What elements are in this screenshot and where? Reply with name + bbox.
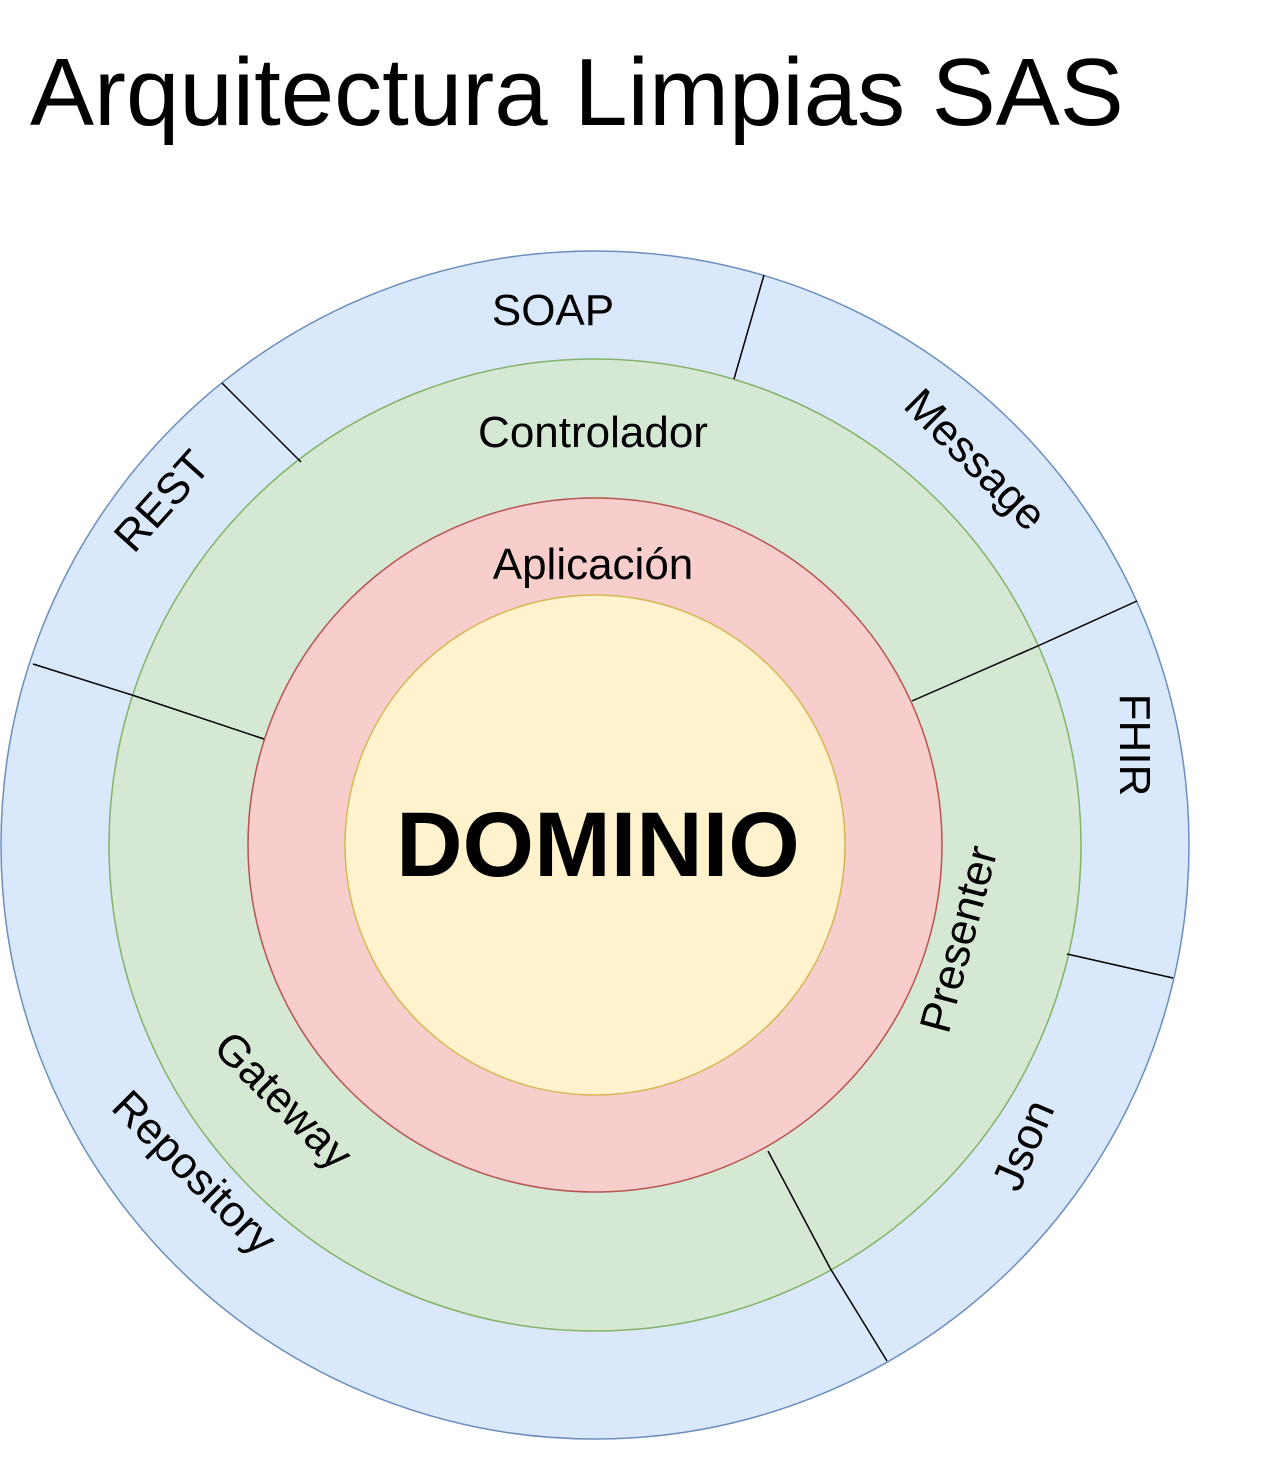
divider-gateway-controller bbox=[131, 694, 265, 740]
domain-core[interactable] bbox=[344, 594, 846, 1096]
divider-soap-message bbox=[733, 274, 765, 380]
controller-label: Controlador bbox=[478, 408, 708, 457]
soap-label: SOAP bbox=[492, 286, 614, 335]
divider-message-fhir bbox=[1039, 600, 1138, 646]
fhir-label: FHIR bbox=[1110, 694, 1159, 797]
divider-json-repository bbox=[829, 1267, 888, 1362]
application-label: Aplicación bbox=[493, 540, 694, 589]
divider-rest-soap bbox=[221, 382, 302, 463]
divider-fhir-json bbox=[1066, 953, 1174, 979]
domain-label: DOMINIO bbox=[396, 794, 800, 896]
divider-controller-presenter bbox=[911, 644, 1041, 702]
page-title: Arquitectura Limpias SAS bbox=[30, 39, 1124, 146]
divider-presenter-gateway bbox=[767, 1150, 831, 1269]
divider-repository-rest bbox=[32, 663, 133, 696]
